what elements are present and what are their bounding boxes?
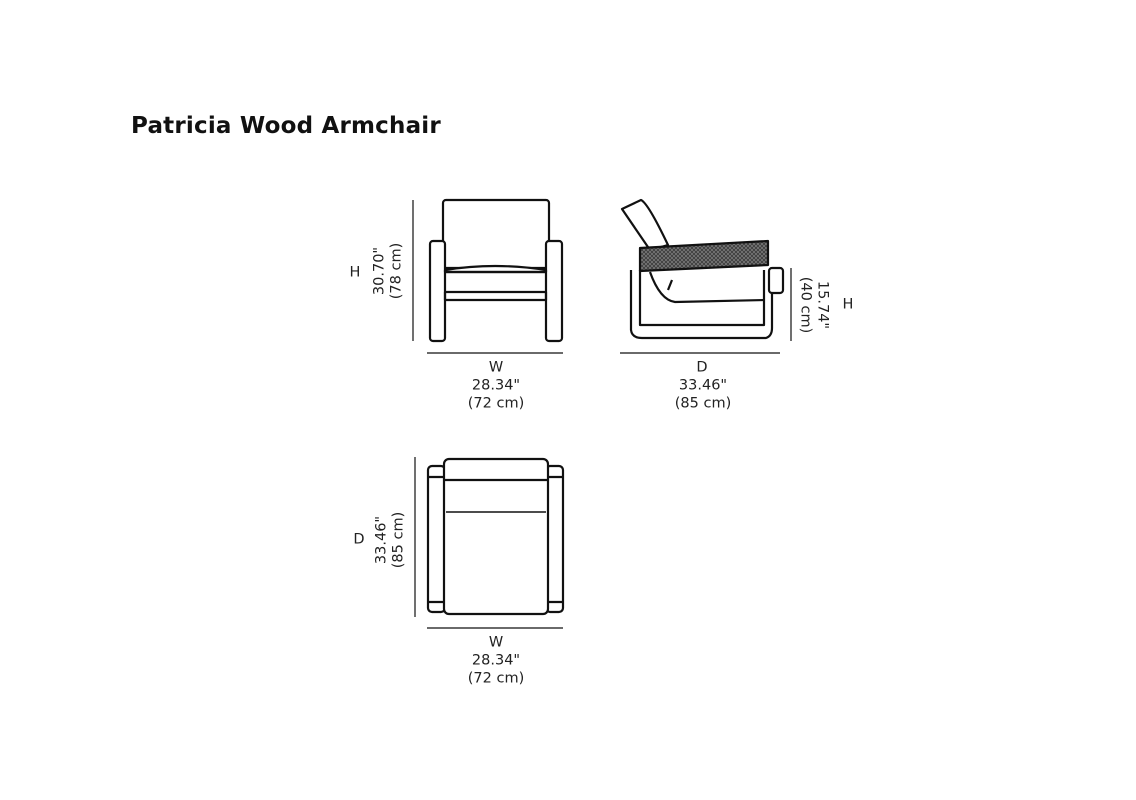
front-view-drawing	[428, 198, 564, 343]
top-depth-label: D	[353, 531, 365, 548]
front-width-label: W	[488, 359, 504, 376]
top-depth-inches: 33.46"	[373, 515, 390, 565]
front-height-label: H	[349, 264, 361, 281]
top-view-drawing	[426, 457, 565, 616]
side-seat-height-inches: 15.74"	[814, 280, 831, 330]
top-depth-cm: (85 cm)	[390, 511, 407, 569]
side-view-dimensions	[620, 268, 792, 354]
front-width-cm: (72 cm)	[467, 395, 525, 412]
front-width-inches: 28.34"	[471, 377, 521, 394]
side-seat-height-cm: (40 cm)	[797, 276, 814, 334]
side-depth-cm: (85 cm)	[674, 395, 732, 412]
top-width-inches: 28.34"	[471, 652, 521, 669]
front-height-cm: (78 cm)	[388, 242, 405, 300]
side-depth-inches: 33.46"	[678, 377, 728, 394]
front-view-dimensions	[412, 200, 563, 354]
page-title: Patricia Wood Armchair	[131, 113, 441, 139]
top-width-label: W	[488, 634, 504, 651]
side-depth-label: D	[696, 359, 708, 376]
top-view-dimensions	[414, 457, 563, 629]
side-view-drawing	[620, 198, 785, 340]
side-seat-height-label: H	[842, 296, 854, 313]
top-width-cm: (72 cm)	[467, 670, 525, 687]
front-height-inches: 30.70"	[371, 246, 388, 296]
